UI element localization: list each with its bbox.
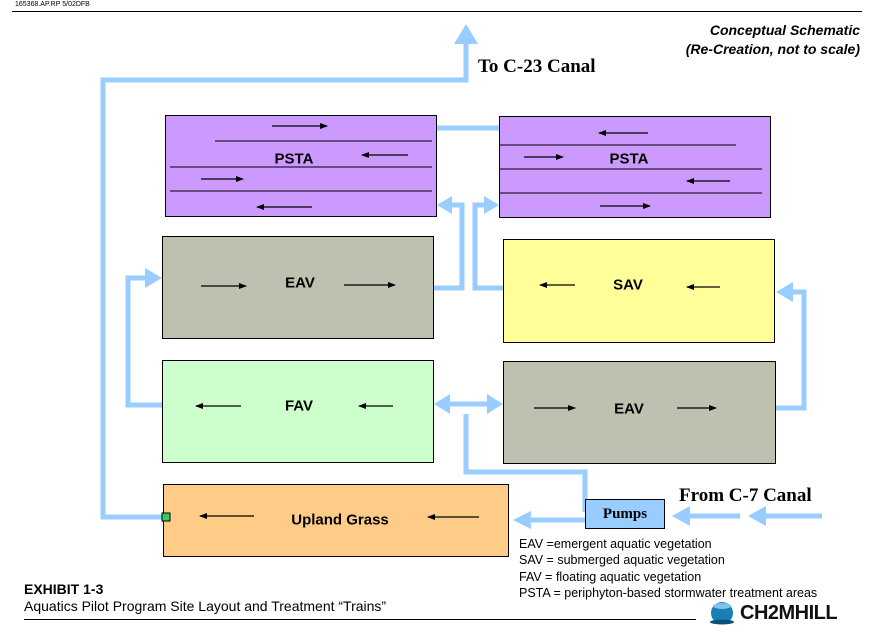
from-c7-canal-label: From C-7 Canal: [679, 485, 812, 506]
arrowhead-fav-link: [434, 394, 450, 414]
bottom-rule: [24, 619, 696, 620]
flow-fav-to-eav: [125, 275, 162, 408]
fav-label: FAV: [284, 397, 314, 415]
psta-left-label: PSTA: [274, 150, 314, 168]
exhibit-number: EXHIBIT 1-3: [24, 581, 104, 597]
exhibit-subtitle: Aquatics Pilot Program Site Layout and T…: [24, 598, 387, 614]
arrowhead-to-c23: [454, 24, 478, 44]
eav-left-label: EAV: [285, 274, 315, 292]
schematic-note: Conceptual Schematic (Re-Creation, not t…: [600, 21, 860, 59]
cell-fav: [162, 360, 434, 463]
flow-return-line: [100, 40, 469, 520]
legend-psta: PSTA = periphyton-based stormwater treat…: [519, 585, 818, 600]
cell-eav-right: [503, 361, 776, 464]
ch2mhill-logo: CH2MHILL: [740, 602, 838, 624]
cell-sav: [503, 239, 775, 343]
arrowhead-eav-left: [145, 268, 162, 288]
cell-upland-grass: [163, 484, 509, 557]
schematic-line-2: (Re-Creation, not to scale): [685, 41, 860, 57]
arrowhead-c7-b: [748, 506, 766, 526]
legend-eav: EAV =emergent aquatic vegetation: [519, 537, 712, 551]
arrowhead-psta-left: [437, 196, 452, 214]
to-c23-canal-label: To C-23 Canal: [478, 56, 596, 77]
sav-label: SAV: [613, 276, 643, 294]
upland-label: Upland Grass: [291, 511, 389, 529]
arrowhead-sav: [776, 282, 793, 302]
pumps-box: Pumps: [585, 499, 665, 529]
cell-psta-left: [165, 115, 437, 217]
eav-right-label: EAV: [614, 400, 644, 418]
flow-eav-to-psta: [434, 202, 465, 291]
top-rule: [12, 11, 862, 12]
outlet-node: [161, 512, 171, 522]
schematic-line-1: Conceptual Schematic: [709, 22, 860, 38]
ch2mhill-globe-icon: [710, 602, 734, 625]
legend: EAV =emergent aquatic vegetation SAV = s…: [519, 536, 817, 601]
flow-pump-riser: [463, 414, 588, 512]
legend-fav: FAV = floating aquatic vegetation: [519, 569, 702, 584]
document-id: 165368.AP.RP 5/02DFB: [15, 1, 90, 8]
legend-sav: SAV = submerged aquatic vegetation: [519, 553, 725, 568]
arrowhead-c7-a: [672, 506, 690, 526]
flow-sav-to-psta: [472, 202, 503, 291]
arrowhead-eav-link: [487, 394, 503, 414]
psta-right-label: PSTA: [609, 150, 649, 168]
arrowhead-psta-right: [484, 196, 499, 214]
flow-eav-to-sav: [776, 289, 807, 411]
arrowhead-upland: [513, 511, 531, 529]
